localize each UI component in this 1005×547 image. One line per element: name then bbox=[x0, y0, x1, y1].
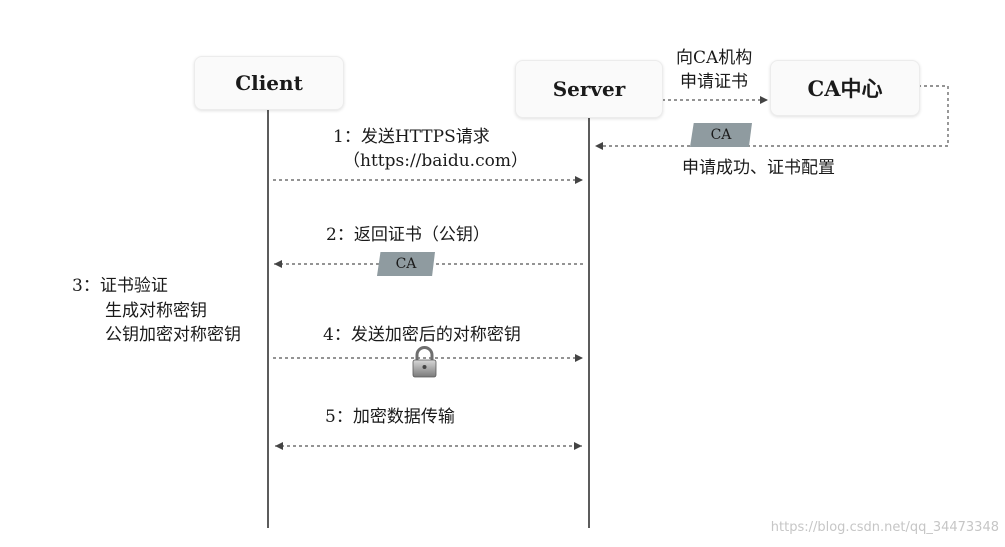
ca-success-label: 申请成功、证书配置 bbox=[682, 158, 835, 178]
step4-label: 4：发送加密后的对称密钥 bbox=[323, 325, 521, 345]
returned-certificate-tag: CA bbox=[377, 252, 435, 276]
step1-label: 1：发送HTTPS请求 bbox=[333, 127, 490, 147]
step5-label: 5：加密数据传输 bbox=[325, 407, 455, 427]
ca-center-node: CA中心 bbox=[770, 60, 920, 116]
watermark: https://blog.csdn.net/qq_34473348 bbox=[770, 520, 999, 535]
step2-label: 2：返回证书（公钥） bbox=[326, 225, 490, 245]
returned-certificate-tag-label: CA bbox=[395, 256, 417, 272]
step3-label: 3：证书验证 bbox=[72, 276, 168, 296]
step3-sub-label-2: 公钥加密对称密钥 bbox=[105, 325, 241, 345]
server-label: Server bbox=[552, 77, 626, 101]
ca-response-path bbox=[595, 85, 949, 150]
client-label: Client bbox=[235, 71, 303, 95]
server-node: Server bbox=[515, 60, 663, 118]
ca-request-label-2: 申请证书 bbox=[680, 72, 748, 92]
ca-request-label-1: 向CA机构 bbox=[676, 48, 753, 68]
client-node: Client bbox=[194, 56, 344, 110]
step1-url-label: （https://baidu.com） bbox=[343, 151, 528, 171]
lock-icon bbox=[412, 346, 437, 378]
ca-certificate-tag: CA bbox=[690, 123, 752, 147]
ca-certificate-tag-label: CA bbox=[710, 127, 732, 143]
step3-sub-label-1: 生成对称密钥 bbox=[105, 301, 207, 321]
ca-center-label: CA中心 bbox=[807, 76, 883, 101]
